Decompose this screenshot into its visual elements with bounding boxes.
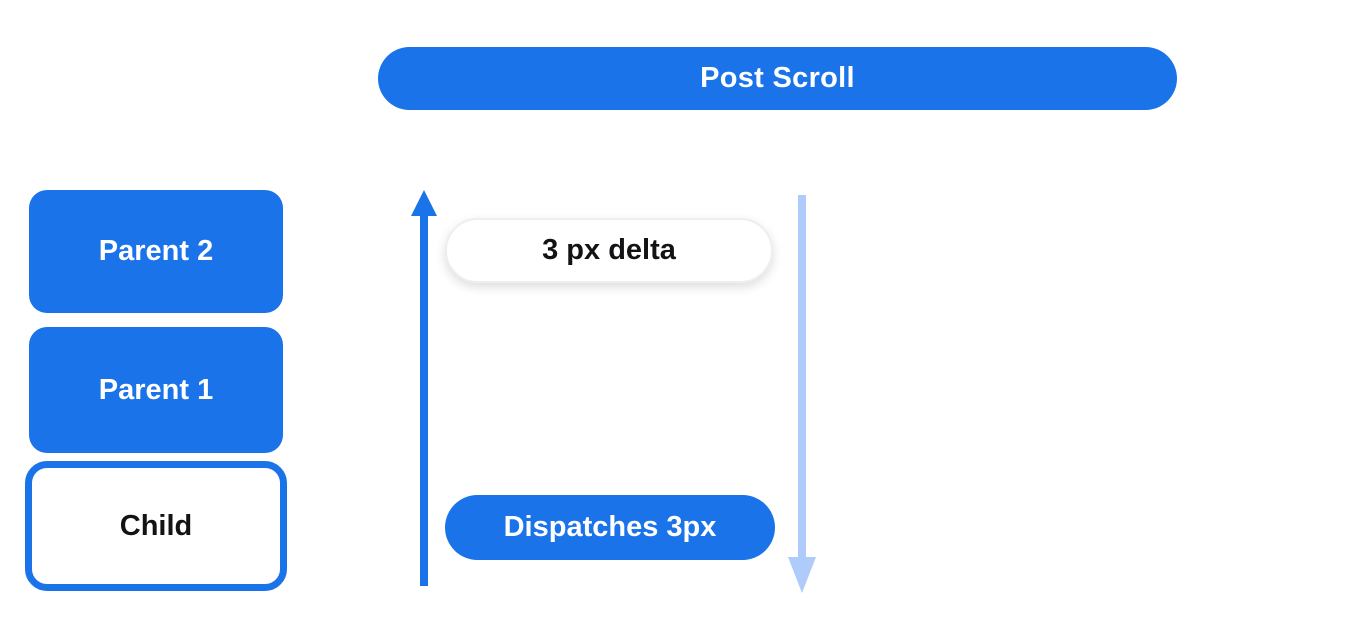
- node-child-label: Child: [119, 509, 193, 542]
- node-parent-2: Parent 2: [29, 190, 283, 313]
- dispatch-annotation-label: Dispatches 3px: [503, 511, 717, 543]
- delta-annotation-label: 3 px delta: [542, 234, 676, 266]
- up-arrow-icon: [411, 190, 437, 586]
- node-parent-1-label: Parent 1: [98, 373, 214, 406]
- node-child: Child: [25, 461, 287, 591]
- down-arrow-icon: [788, 195, 816, 593]
- node-parent-1: Parent 1: [29, 327, 283, 453]
- node-parent-2-label: Parent 2: [98, 235, 214, 267]
- dispatch-annotation-pill: Dispatches 3px: [445, 495, 775, 560]
- delta-annotation-pill: 3 px delta: [445, 218, 773, 283]
- post-scroll-button[interactable]: Post Scroll: [378, 47, 1177, 110]
